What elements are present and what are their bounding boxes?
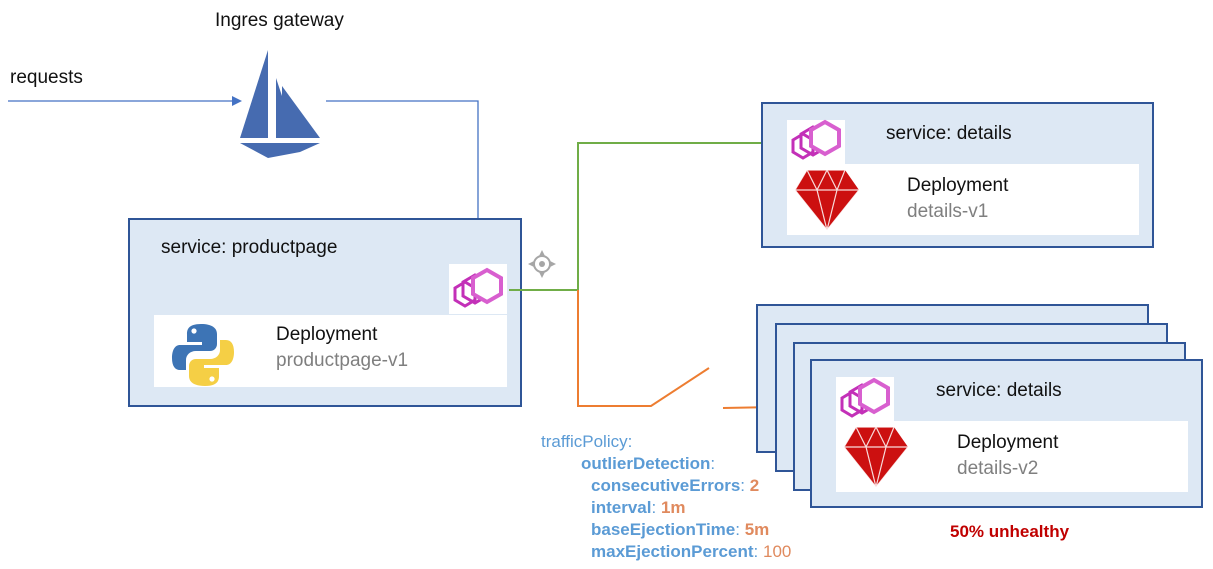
route-to-details-v1-arrow — [577, 138, 786, 290]
consecutive-errors-key: consecutiveErrors — [591, 476, 741, 495]
max-ejection-percent-value: 100 — [762, 542, 792, 561]
details-v1-deployment-label: Deployment — [907, 175, 1009, 196]
python-logo-icon — [172, 324, 234, 386]
productpage-deployment-label: Deployment — [276, 324, 378, 345]
interval-value: 1m — [660, 498, 686, 517]
details-v1-service-label: service: details — [886, 123, 1012, 144]
requests-label: requests — [10, 67, 83, 88]
gateway-to-productpage-arrow — [326, 100, 483, 266]
details-v2-deployment-label: Deployment — [957, 432, 1059, 453]
details-v2-version-label: details-v2 — [957, 458, 1039, 479]
productpage-service-label: service: productpage — [161, 237, 338, 258]
base-ejection-time-key: baseEjectionTime — [591, 520, 736, 539]
base-ejection-time-value: 5m — [744, 520, 770, 539]
interval-key: interval — [591, 498, 652, 517]
istio-sail-icon — [240, 50, 320, 158]
productpage-version-label: productpage-v1 — [276, 350, 409, 371]
details-v1-version-label: details-v1 — [907, 201, 989, 222]
details-v2-service-label: service: details — [936, 380, 1062, 401]
traffic-policy-block: trafficPolicy: outlierDetection: consecu… — [541, 432, 792, 561]
traffic-policy-key: trafficPolicy — [541, 432, 628, 451]
outlier-detection-key: outlierDetection — [581, 454, 711, 473]
gateway-label: Ingres gateway — [215, 10, 344, 31]
health-status-label: 50% unhealthy — [950, 522, 1070, 541]
max-ejection-percent-key: maxEjectionPercent — [591, 542, 754, 561]
policy-gear-icon — [528, 250, 556, 278]
route-to-details-v2-line — [577, 290, 710, 407]
consecutive-errors-value: 2 — [749, 476, 760, 495]
